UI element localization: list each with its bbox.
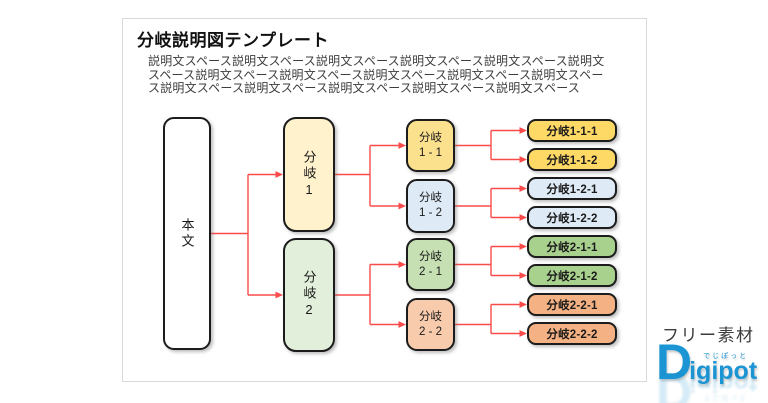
branch-label-line2: 1 - 1	[418, 146, 442, 159]
description-text: 説明文スペース説明文スペース説明文スペース説明文スペース説明文スペース説明文 ス…	[148, 54, 618, 96]
branch-label-line2: 2 - 1	[418, 265, 442, 278]
description-line: ス説明文スペース説明文スペース説明文スペース説明文スペース説明文スペース	[148, 81, 581, 95]
description-line: 説明文スペース説明文スペース説明文スペース説明文スペース説明文スペース説明文	[148, 54, 605, 68]
branch-label-line1: 分岐	[418, 192, 442, 204]
logo-ruby-text: でじぽっと	[703, 353, 749, 360]
node-branch-1: 分岐1	[283, 117, 335, 232]
digipot-logo[interactable]: D でじぽっと igipot D でじぽっと igipot	[656, 334, 768, 403]
leaf-branch-2-1-2: 分岐2-1-2	[527, 264, 617, 287]
leaf-branch-1-2-1: 分岐1-2-1	[527, 177, 617, 200]
branch-label-line1: 分岐	[418, 131, 442, 144]
leaf-branch-1-1-2: 分岐1-1-2	[527, 148, 617, 171]
page-title: 分岐説明図テンプレート	[137, 31, 329, 50]
logo-reflection: D でじぽっと igipot	[656, 364, 758, 403]
branch-label-line1: 分岐	[418, 310, 442, 323]
node-branch-2-1: 分岐 2 - 1	[406, 238, 455, 291]
node-branch-2-2: 分岐 2 - 2	[406, 298, 455, 351]
leaf-branch-2-2-1: 分岐2-2-1	[527, 293, 617, 316]
node-main-text: 本文	[163, 117, 211, 350]
leaf-branch-2-2-2: 分岐2-2-2	[527, 322, 617, 345]
node-branch-2: 分岐2	[283, 238, 335, 352]
branch-label-line2: 1 - 2	[418, 207, 442, 219]
leaf-branch-1-1-1: 分岐1-1-1	[527, 119, 617, 142]
free-material-label: フリー素材	[662, 326, 755, 345]
leaf-branch-1-2-2: 分岐1-2-2	[527, 206, 617, 229]
logo-wordmark: igipot	[689, 357, 758, 385]
node-branch-1-1: 分岐 1 - 1	[406, 119, 455, 172]
digipot-logo-main[interactable]: D でじぽっと igipot	[656, 334, 768, 390]
leaf-branch-2-1-1: 分岐2-1-1	[527, 235, 617, 258]
branch-label-line2: 2 - 2	[418, 325, 442, 338]
node-branch-1-2: 分岐 1 - 2	[406, 179, 455, 233]
branch-label-line1: 分岐	[418, 250, 442, 263]
logo-initial: D	[656, 334, 693, 390]
description-line: スペース説明文スペース説明文スペース説明文スペース説明文スペース説明文スペー	[148, 67, 604, 82]
